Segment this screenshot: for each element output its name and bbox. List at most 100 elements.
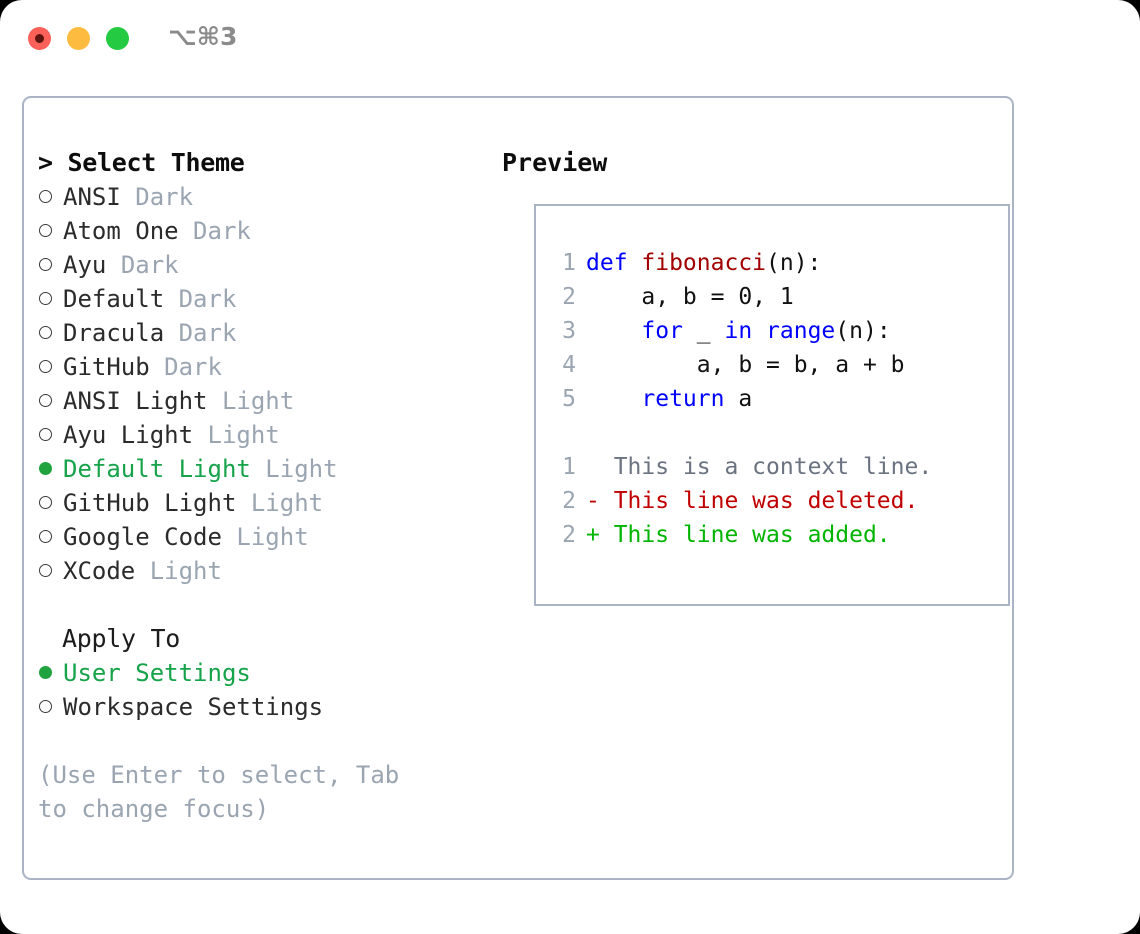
theme-label-gap — [164, 285, 178, 313]
theme-label-gap — [193, 421, 207, 449]
theme-list-item[interactable]: ANSI Light Light — [38, 384, 488, 418]
theme-kind-label: Light — [265, 455, 338, 483]
diff-line: 1 This is a context line. — [550, 450, 1000, 484]
radio-unselected-icon[interactable] — [39, 189, 52, 203]
theme-list-item[interactable]: Default Light Light — [38, 452, 488, 486]
theme-name-label: GitHub Light — [63, 489, 237, 517]
code-token: _ — [682, 318, 725, 344]
code-line: 1 def fibonacci(n): — [550, 246, 1000, 280]
theme-label-gap — [179, 217, 193, 245]
theme-kind-label: Dark — [178, 285, 237, 313]
theme-name-label: GitHub — [63, 353, 150, 381]
code-line-number: 1 — [562, 250, 576, 276]
apply-to-header: Apply To — [38, 622, 488, 656]
radio-unselected-icon[interactable] — [39, 529, 52, 543]
theme-name-label: ANSI Light — [63, 387, 208, 415]
diff-sign: + — [586, 522, 600, 548]
radio-unselected-icon[interactable] — [39, 427, 52, 441]
hint-spacer — [38, 724, 488, 758]
theme-list-item[interactable]: Default Dark — [38, 282, 488, 316]
code-token: a, b = b, a + b — [586, 352, 905, 378]
code-line-number: 2 — [562, 284, 576, 310]
theme-list-item[interactable]: ANSI Dark — [38, 180, 488, 214]
theme-label-gap — [208, 387, 222, 415]
theme-kind-label: Light — [149, 557, 222, 585]
code-token: range — [766, 318, 836, 344]
code-token: a, b = 0, 1 — [586, 284, 794, 310]
list-spacer — [38, 588, 488, 622]
theme-list-item[interactable]: Dracula Dark — [38, 316, 488, 350]
code-line-number: 3 — [562, 318, 576, 344]
theme-list-item[interactable]: XCode Light — [38, 554, 488, 588]
radio-unselected-icon[interactable] — [39, 563, 52, 577]
diff-text: This line was added. — [599, 522, 891, 548]
minimize-window-button[interactable] — [67, 27, 90, 50]
theme-label-gap — [222, 523, 236, 551]
radio-unselected-icon[interactable] — [39, 223, 52, 237]
radio-unselected-icon[interactable] — [39, 495, 52, 509]
radio-unselected-icon[interactable] — [39, 325, 52, 339]
theme-name-label: Dracula — [63, 319, 165, 347]
diff-line: 2- This line was deleted. — [550, 484, 1000, 518]
theme-kind-label: Dark — [164, 353, 222, 381]
radio-unselected-icon[interactable] — [39, 393, 52, 407]
code-token: in — [724, 318, 753, 344]
keyboard-hint-text: (Use Enter to select, Tab to change focu… — [38, 761, 414, 823]
theme-list-item[interactable]: GitHub Light Light — [38, 486, 488, 520]
radio-unselected-icon[interactable] — [39, 699, 52, 713]
theme-kind-label: Light — [221, 387, 295, 415]
code-line-number: 5 — [562, 386, 576, 412]
diff-line: 2 + This line was added. — [550, 518, 1000, 552]
theme-kind-label: Dark — [135, 183, 194, 211]
theme-name-label: Default — [63, 285, 165, 313]
radio-unselected-icon[interactable] — [39, 257, 52, 271]
code-token: def — [586, 250, 642, 276]
apply-to-list-item[interactable]: Workspace Settings — [38, 690, 488, 724]
theme-list-item[interactable]: Ayu Dark — [38, 248, 488, 282]
code-diff-spacer — [550, 416, 1000, 450]
radio-unselected-icon[interactable] — [39, 359, 52, 373]
code-token — [752, 318, 766, 344]
radio-selected-icon[interactable] — [39, 665, 52, 679]
theme-list-item[interactable]: Ayu Light Light — [38, 418, 488, 452]
apply-to-name-label: Workspace Settings — [63, 693, 324, 721]
code-line: 4 a, b = b, a + b — [550, 348, 1000, 382]
code-token — [586, 386, 641, 412]
code-token: return — [641, 386, 725, 412]
apply-to-header-label: Apply To — [62, 624, 181, 653]
theme-label-gap — [135, 557, 149, 585]
theme-list-item[interactable]: Atom One Dark — [38, 214, 488, 248]
theme-name-label: Ayu — [63, 251, 107, 279]
radio-unselected-icon[interactable] — [39, 291, 52, 305]
code-token: (n): — [766, 250, 822, 276]
code-token: fibonacci — [641, 250, 767, 276]
theme-label-gap — [164, 319, 178, 347]
theme-name-label: Google Code — [63, 523, 222, 551]
code-token: (n): — [835, 318, 891, 344]
code-line: 5 return a — [550, 382, 1000, 416]
diff-text: This is a context line. — [599, 454, 933, 480]
theme-list-item[interactable]: Google Code Light — [38, 520, 488, 554]
theme-list-item[interactable]: GitHub Dark — [38, 350, 488, 384]
theme-kind-label: Light — [207, 421, 280, 449]
code-token: a — [724, 386, 753, 412]
theme-label-gap — [251, 455, 265, 483]
preview-title: Preview — [502, 148, 608, 177]
theme-name-label: XCode — [63, 557, 136, 585]
radio-selected-icon[interactable] — [39, 461, 52, 475]
diff-line-number: 2 — [562, 522, 576, 548]
theme-kind-label: Dark — [193, 217, 251, 245]
diff-sample-lines: 1 This is a context line.2- This line wa… — [550, 450, 1000, 552]
close-window-indicator-dot — [35, 34, 44, 43]
maximize-window-button[interactable] — [106, 27, 129, 50]
apply-to-list-item[interactable]: User Settings — [38, 656, 488, 690]
select-theme-header: > Select Theme — [38, 148, 245, 177]
theme-name-label: ANSI — [63, 183, 121, 211]
title-bar: ⌥⌘3 — [0, 0, 1140, 76]
